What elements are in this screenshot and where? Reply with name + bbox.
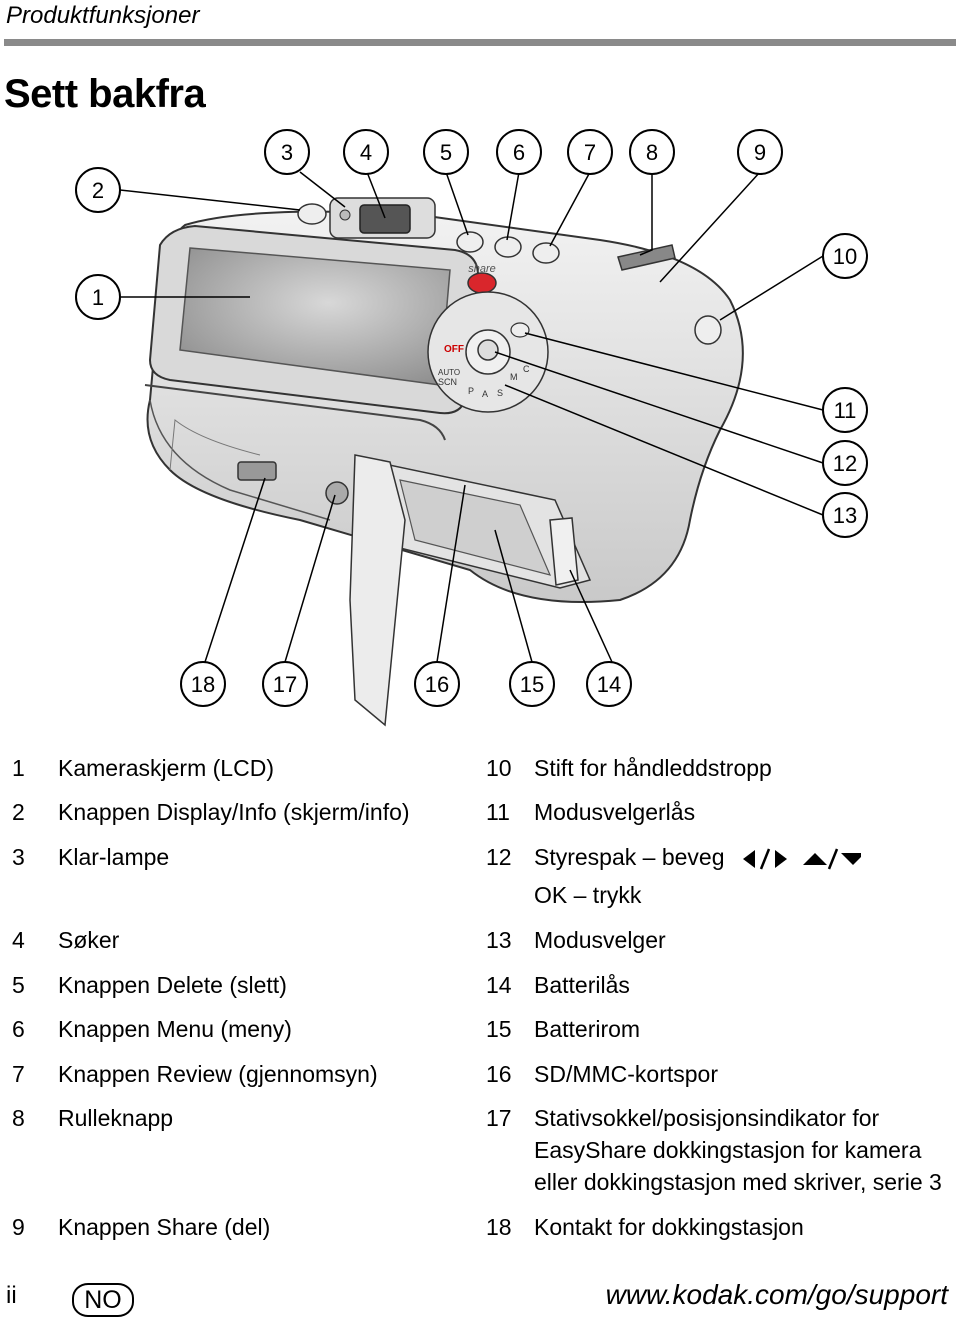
support-url[interactable]: www.kodak.com/go/support <box>605 1279 948 1310</box>
dial-c: C <box>523 364 530 374</box>
svg-text:6: 6 <box>513 140 525 165</box>
battery-door <box>349 454 406 727</box>
section-header: Produktfunksjoner <box>6 2 200 29</box>
callout-16: 16 <box>414 661 460 707</box>
page-number: ii <box>6 1282 17 1309</box>
battery-compartment <box>237 454 592 727</box>
callout-17: 17 <box>262 661 308 707</box>
svg-text:1: 1 <box>92 285 104 310</box>
svg-text:18: 18 <box>191 672 215 697</box>
callout-13: 13 <box>822 492 868 538</box>
svg-text:14: 14 <box>597 672 621 697</box>
share-label: share <box>468 263 496 275</box>
svg-text:13: 13 <box>833 503 857 528</box>
svg-text:7: 7 <box>584 140 596 165</box>
svg-text:4: 4 <box>360 140 372 165</box>
callout-7: 7 <box>567 129 613 175</box>
top-controls: share <box>297 197 722 345</box>
callout-11: 11 <box>822 387 868 433</box>
callout-15: 15 <box>509 661 555 707</box>
dial-m: M <box>510 372 518 382</box>
svg-text:8: 8 <box>646 140 658 165</box>
dial-s: S <box>497 388 503 398</box>
page-title: Sett bakfra <box>4 72 206 116</box>
svg-text:3: 3 <box>281 140 293 165</box>
dial-scn: SCN <box>438 377 457 387</box>
dial-off: OFF <box>444 344 464 355</box>
callout-4: 4 <box>343 129 389 175</box>
lcd-screen <box>148 224 480 415</box>
svg-text:11: 11 <box>834 398 857 423</box>
callout-5: 5 <box>423 129 469 175</box>
svg-text:5: 5 <box>440 140 452 165</box>
callout-9: 9 <box>737 129 783 175</box>
camera-rear-diagram: share OFF AUTO SCN P A S M C <box>75 129 868 727</box>
header-rule <box>4 39 956 46</box>
callout-18: 18 <box>180 661 226 707</box>
callout-10: 10 <box>822 233 868 279</box>
dial-auto: AUTO <box>438 368 460 377</box>
callout-1: 1 <box>75 274 121 320</box>
leader-lines <box>119 171 824 663</box>
svg-text:12: 12 <box>833 451 857 476</box>
callout-14: 14 <box>586 661 632 707</box>
callout-6: 6 <box>496 129 542 175</box>
language-badge: NO <box>72 1283 134 1317</box>
share-button-shape <box>467 272 497 294</box>
callout-12: 12 <box>822 440 868 486</box>
svg-text:16: 16 <box>425 672 449 697</box>
strap-post-shape <box>694 315 722 345</box>
svg-text:17: 17 <box>273 672 297 697</box>
callout-2: 2 <box>75 167 121 213</box>
callout-8: 8 <box>629 129 675 175</box>
mode-dial: OFF AUTO SCN P A S M C <box>427 291 549 413</box>
dial-p: P <box>468 386 474 396</box>
callout-3: 3 <box>264 129 310 175</box>
callouts: 2 1 3 4 5 6 7 8 9 10 11 12 13 14 15 16 1… <box>75 129 868 707</box>
svg-text:10: 10 <box>833 244 857 269</box>
dial-a: A <box>482 389 488 399</box>
svg-text:15: 15 <box>520 672 544 697</box>
navigation-arrows-icon <box>742 848 861 870</box>
svg-text:9: 9 <box>754 140 766 165</box>
svg-text:2: 2 <box>92 178 104 203</box>
